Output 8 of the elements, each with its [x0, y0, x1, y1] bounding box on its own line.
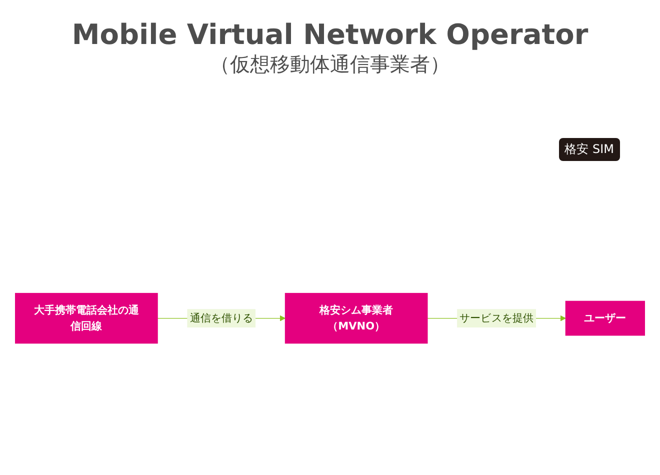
- node-box: 格安シム事業者（MVNO）: [284, 292, 428, 344]
- subtitle: （仮想移動体通信事業者）: [209, 51, 451, 78]
- node-box: ユーザー: [565, 300, 645, 336]
- sim-card-label: 格安 SIM: [558, 138, 620, 161]
- title: Mobile Virtual Network Operator: [70, 18, 590, 51]
- edge-label: サービスを提供: [460, 311, 534, 324]
- edge-label: 通信を借りる: [190, 311, 253, 324]
- node-box: 大手携帯電話会社の通信回線: [15, 292, 158, 344]
